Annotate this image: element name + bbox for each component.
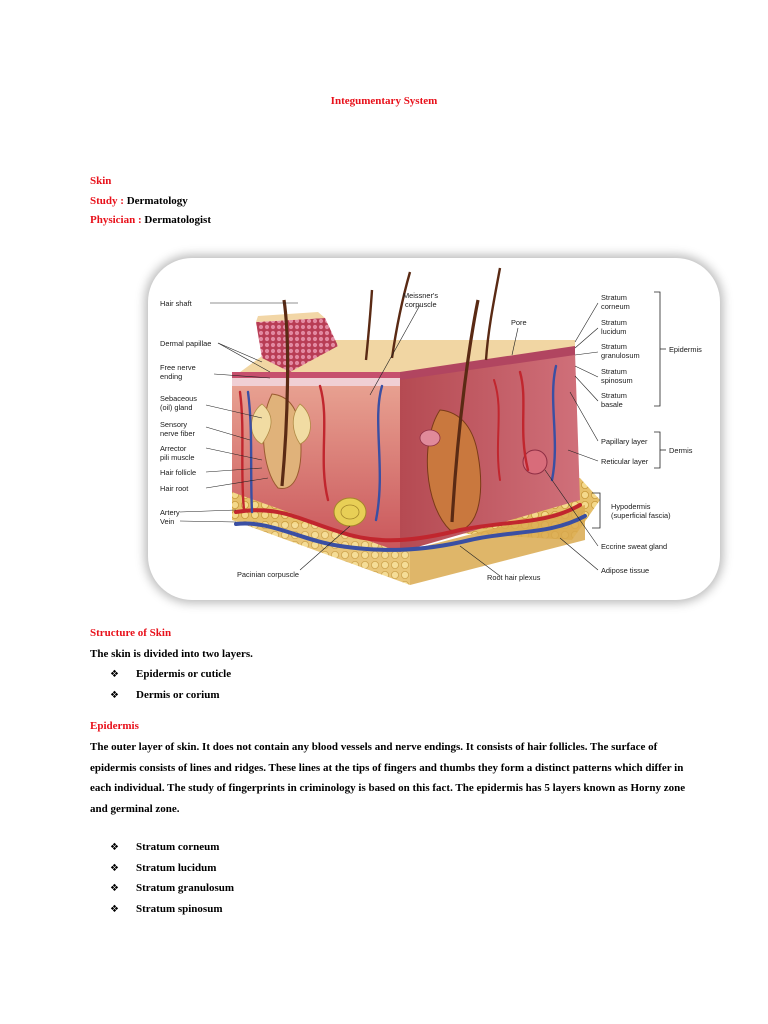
physician-label: Physician : xyxy=(90,214,145,226)
label-hair-follicle: Hair follicle xyxy=(160,468,196,477)
diamond-bullet-icon: ❖ xyxy=(110,842,119,853)
physician-value: Dermatologist xyxy=(144,214,211,226)
study-line: Study : Dermatology xyxy=(90,195,188,207)
list-item: ❖Epidermis or cuticle xyxy=(110,664,231,685)
label-basale-1: Stratum xyxy=(601,391,627,400)
hair-shaft-right xyxy=(450,299,480,523)
list-item: ❖Stratum spinosum xyxy=(110,899,234,920)
epidermis-paragraph: The outer layer of skin. It does not con… xyxy=(90,741,686,815)
skin-heading: Skin xyxy=(90,175,112,187)
label-spinosum-2: spinosum xyxy=(601,376,633,385)
label-free-nerve-1: Free nerve xyxy=(160,363,196,372)
pacinian-corpuscle xyxy=(333,497,367,527)
diamond-bullet-icon: ❖ xyxy=(110,689,119,701)
list-item: ❖Stratum granulosum xyxy=(110,878,234,899)
label-lucidum-2: lucidum xyxy=(601,327,626,336)
epidermis-heading: Epidermis xyxy=(90,720,139,732)
label-epidermis-bracket: Epidermis xyxy=(669,345,702,354)
label-artery: Artery xyxy=(160,508,180,517)
skin-anatomy-figure: Hair shaft Dermal papillae Free nerve en… xyxy=(148,258,720,600)
label-corneum-1: Stratum xyxy=(601,293,627,302)
label-root-hair-plexus: Root hair plexus xyxy=(487,573,541,582)
physician-line: Physician : Dermatologist xyxy=(90,214,211,226)
label-sebaceous-2: (oil) gland xyxy=(160,403,192,412)
label-arrector-1: Arrector xyxy=(160,444,187,453)
label-granulosum-1: Stratum xyxy=(601,342,627,351)
list-item: ❖Stratum corneum xyxy=(110,837,234,858)
label-dermis-bracket: Dermis xyxy=(669,446,693,455)
label-hair-root: Hair root xyxy=(160,484,188,493)
list-item: ❖Dermis or corium xyxy=(110,685,231,706)
label-reticular-layer: Reticular layer xyxy=(601,457,649,466)
hair-shaft-left xyxy=(280,299,290,487)
label-hair-shaft: Hair shaft xyxy=(160,299,192,308)
label-adipose-tissue: Adipose tissue xyxy=(601,566,649,575)
structure-layer-list: ❖Epidermis or cuticle ❖Dermis or corium xyxy=(110,664,231,705)
label-pacinian-corpuscle: Pacinian corpuscle xyxy=(237,570,299,579)
label-sensory-2: nerve fiber xyxy=(160,429,195,438)
label-hypodermis-1: Hypodermis xyxy=(611,502,651,511)
diamond-bullet-icon: ❖ xyxy=(110,903,119,915)
leader-lines xyxy=(179,302,599,577)
diamond-bullet-icon: ❖ xyxy=(110,883,119,894)
epidermis-layer-list: ❖Stratum corneum ❖Stratum lucidum ❖Strat… xyxy=(110,837,234,919)
label-vein: Vein xyxy=(160,517,174,526)
study-value: Dermatology xyxy=(126,195,188,207)
hair-follicle-right xyxy=(426,409,482,532)
label-meissner-2: corpuscle xyxy=(405,300,437,309)
blood-vessels xyxy=(234,364,587,552)
label-sensory-1: Sensory xyxy=(160,420,187,429)
diamond-bullet-icon: ❖ xyxy=(110,862,119,874)
eccrine-sweat-gland xyxy=(522,449,548,475)
structure-heading: Structure of Skin xyxy=(90,627,172,639)
label-meissner-1: Meissner's xyxy=(403,291,438,300)
label-basale-2: basale xyxy=(601,400,623,409)
skin-cross-section-diagram: Hair shaft Dermal papillae Free nerve en… xyxy=(160,267,702,585)
structure-intro: The skin is divided into two layers. xyxy=(90,648,253,660)
label-free-nerve-2: ending xyxy=(160,372,182,381)
label-arrector-2: pili muscle xyxy=(160,453,195,462)
label-lucidum-1: Stratum xyxy=(601,318,627,327)
layer-brackets xyxy=(592,291,666,529)
label-eccrine-gland: Eccrine sweat gland xyxy=(601,542,667,551)
label-spinosum-1: Stratum xyxy=(601,367,627,376)
label-hypodermis-2: (superficial fascia) xyxy=(611,511,671,520)
label-granulosum-2: granulosum xyxy=(601,351,640,360)
study-label: Study : xyxy=(90,195,127,207)
diamond-bullet-icon: ❖ xyxy=(110,669,119,680)
list-item: ❖Stratum lucidum xyxy=(110,858,234,879)
label-pore: Pore xyxy=(511,318,527,327)
label-corneum-2: corneum xyxy=(601,302,630,311)
label-sebaceous-1: Sebaceous xyxy=(160,394,197,403)
page-title: Integumentary System xyxy=(330,95,438,107)
label-dermal-papillae: Dermal papillae xyxy=(160,339,211,348)
label-papillary-layer: Papillary layer xyxy=(601,437,648,446)
dermal-papillae xyxy=(256,318,338,372)
